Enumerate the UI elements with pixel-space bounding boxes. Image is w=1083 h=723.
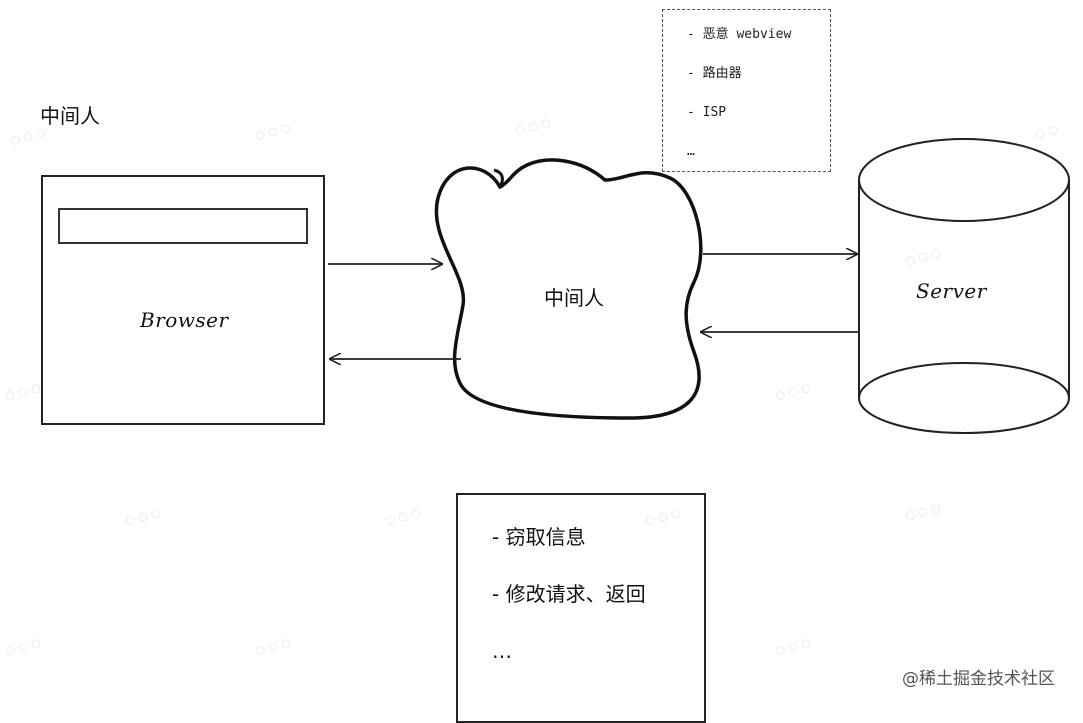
cloud-shape bbox=[434, 158, 703, 420]
middleman-label: 中间人 bbox=[544, 286, 604, 310]
server-label: Server bbox=[916, 279, 987, 303]
middleman-examples-note: - 恶意 webview - 路由器 - ISP … bbox=[662, 9, 831, 172]
diagram-canvas bbox=[328, 138, 1070, 434]
browser-label: Browser bbox=[140, 308, 229, 332]
browser-address-bar bbox=[58, 208, 308, 244]
note-item: - 修改请求、返回 bbox=[492, 582, 646, 606]
note-item: - 路由器 bbox=[687, 66, 742, 81]
note-item: - 恶意 webview bbox=[687, 27, 792, 42]
diagram-title: 中间人 bbox=[40, 104, 100, 128]
note-item: - 窃取信息 bbox=[492, 525, 586, 549]
credit-watermark: @稀土掘金技术社区 bbox=[902, 669, 1055, 689]
note-item: … bbox=[687, 144, 695, 159]
cloud-curl bbox=[493, 168, 504, 188]
note-item: … bbox=[492, 639, 512, 663]
middleman-actions-note: - 窃取信息 - 修改请求、返回 … bbox=[456, 493, 706, 723]
note-item: - ISP bbox=[687, 105, 727, 120]
server-cylinder bbox=[858, 138, 1070, 434]
